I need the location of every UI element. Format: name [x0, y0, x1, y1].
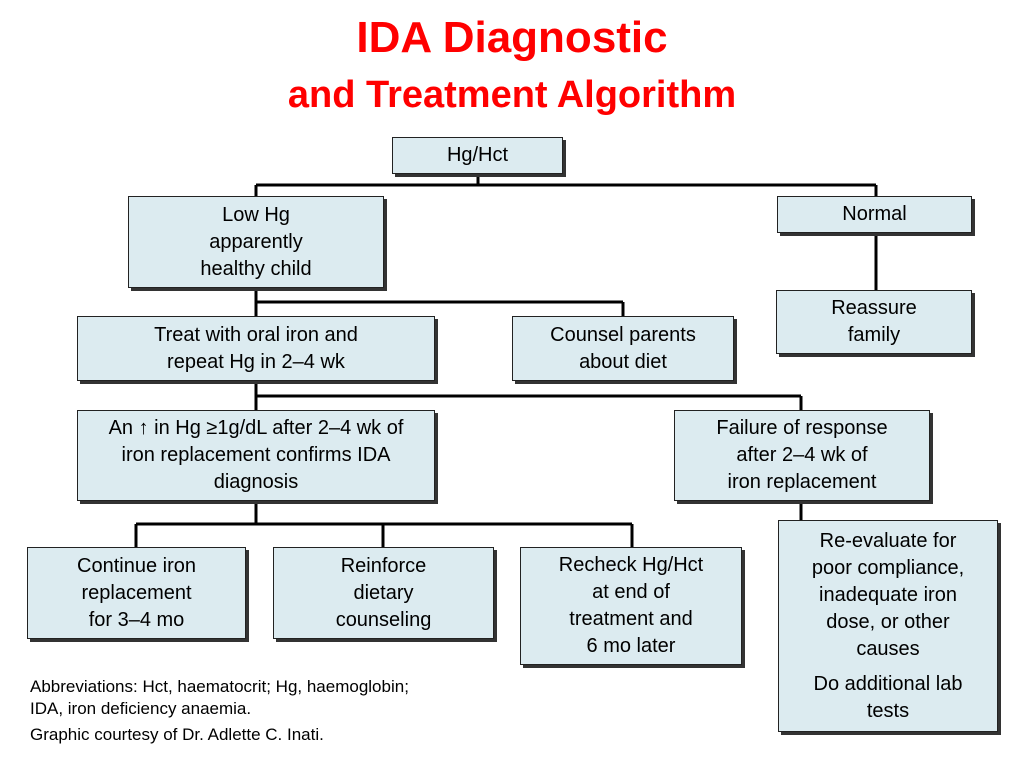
box-text: Counsel parents — [550, 323, 696, 346]
box-text: iron replacement confirms IDA — [121, 444, 391, 466]
box-recheck-hg-hct: Recheck Hg/Hct at end of treatment and 6… — [520, 547, 742, 665]
box-text: for 3–4 mo — [88, 608, 185, 631]
title-line-2: and Treatment Algorithm — [287, 74, 737, 116]
box-text: Reinforce — [340, 554, 427, 577]
box-treat-oral-iron: Treat with oral iron and repeat Hg in 2–… — [77, 316, 435, 381]
box-low-hg: Low Hg apparently healthy child — [128, 196, 384, 288]
box-text: after 2–4 wk of — [736, 444, 868, 466]
box-text: dietary — [353, 581, 414, 604]
box-failure-of-response: Failure of response after 2–4 wk of iron… — [674, 410, 930, 501]
box-counsel-parents: Counsel parents about diet — [512, 316, 734, 381]
box-text: diagnosis — [213, 471, 299, 493]
box-text: Treat with oral iron and — [154, 323, 358, 346]
courtesy-note: Graphic courtesy of Dr. Adlette C. Inati… — [30, 725, 324, 744]
abbreviations-line-2: IDA, iron deficiency anaemia. — [30, 699, 252, 718]
box-continue-iron: Continue iron replacement for 3–4 mo — [27, 547, 246, 639]
box-text: Reassure — [831, 297, 917, 319]
box-reassure: Reassure family — [776, 290, 972, 354]
box-text: Re-evaluate for — [819, 529, 957, 552]
box-text: tests — [866, 699, 910, 722]
box-text: replacement — [81, 581, 192, 604]
box-text: healthy child — [200, 257, 312, 280]
box-text: about diet — [579, 350, 667, 373]
box-text: repeat Hg in 2–4 wk — [167, 350, 345, 373]
box-text: Hg/Hct — [446, 144, 509, 166]
box-text: Continue iron — [77, 554, 196, 577]
box-normal: Normal — [777, 196, 972, 233]
box-text: 6 mo later — [586, 635, 676, 657]
box-text: Failure of response — [716, 417, 888, 439]
title-line-1: IDA Diagnostic — [356, 13, 668, 62]
box-text: inadequate iron — [819, 583, 957, 606]
box-text: Low Hg — [222, 203, 290, 226]
abbreviations-line-1: Abbreviations: Hct, haematocrit; Hg, hae… — [30, 677, 409, 696]
box-text: iron replacement — [727, 471, 877, 493]
box-hg-hct: Hg/Hct — [392, 137, 563, 174]
box-reinforce-dietary: Reinforce dietary counseling — [273, 547, 494, 639]
box-text: apparently — [209, 230, 303, 253]
box-text: dose, or other — [826, 610, 950, 633]
box-text: treatment and — [569, 608, 693, 630]
box-text: at end of — [592, 581, 670, 603]
box-text: Recheck Hg/Hct — [558, 554, 704, 576]
box-text: poor compliance, — [811, 556, 965, 579]
box-text: causes — [856, 637, 920, 660]
box-text: An ↑ in Hg ≥1g/dL after 2–4 wk of — [108, 417, 404, 439]
box-text: counseling — [335, 608, 432, 631]
box-text: Normal — [842, 203, 907, 225]
box-text: Do additional lab — [813, 672, 963, 695]
box-text: family — [847, 324, 901, 346]
box-hg-increase: An ↑ in Hg ≥1g/dL after 2–4 wk of iron r… — [77, 410, 435, 501]
box-reevaluate: Re-evaluate for poor compliance, inadequ… — [778, 520, 998, 732]
